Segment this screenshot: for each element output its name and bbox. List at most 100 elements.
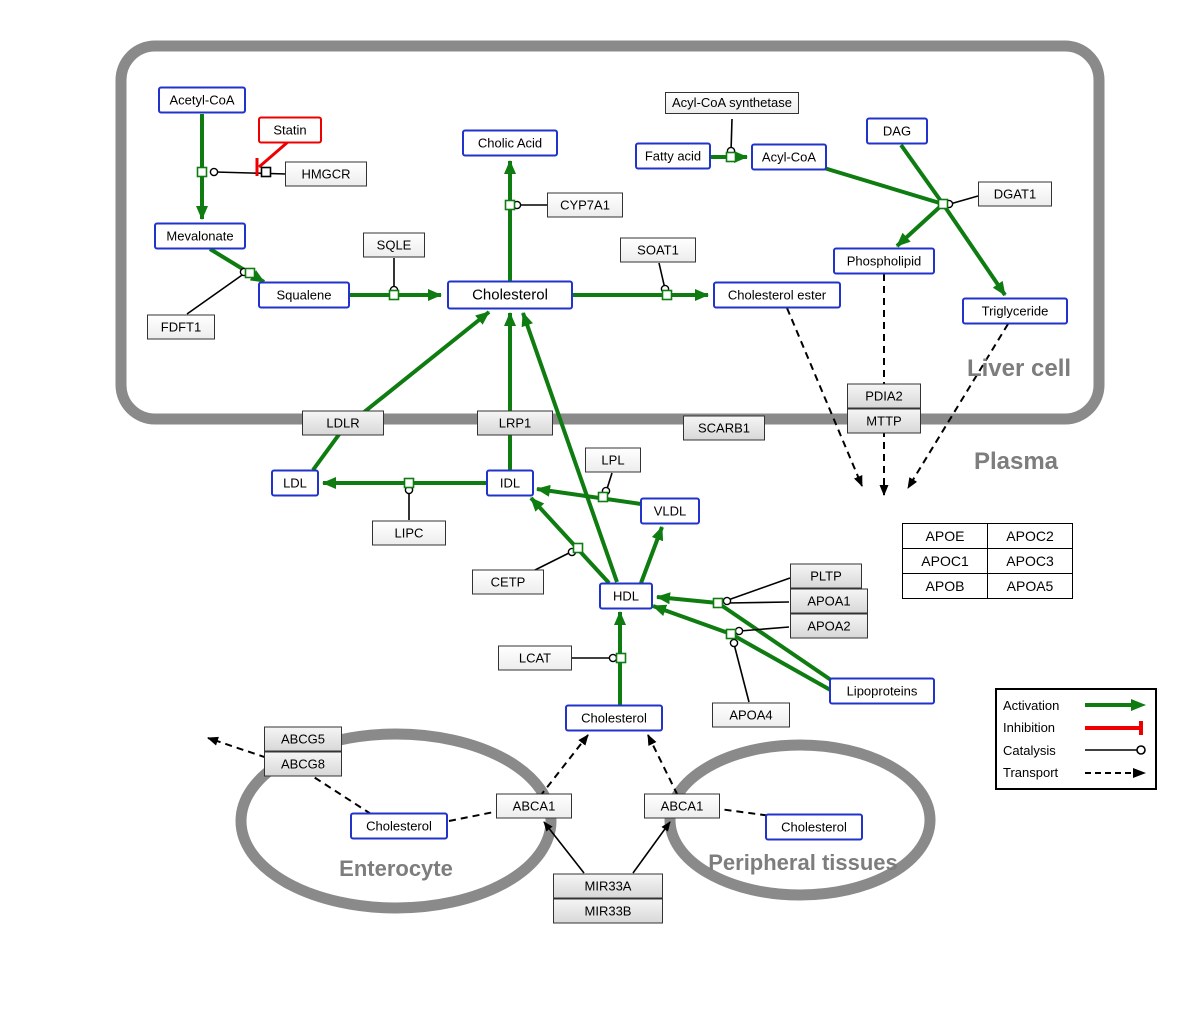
- edge-cholesterol-abcg-out: [207, 736, 372, 815]
- node-fdft1[interactable]: FDFT1: [147, 314, 215, 340]
- node-statin[interactable]: Statin: [258, 116, 322, 144]
- node-acyl-coa[interactable]: Acyl-CoA: [751, 143, 827, 171]
- node-ldl[interactable]: LDL: [271, 469, 319, 497]
- legend-catalysis: Catalysis: [1003, 742, 1149, 758]
- node-apob[interactable]: APOB: [903, 574, 988, 599]
- node-abcg5[interactable]: ABCG5: [264, 726, 342, 752]
- node-cholesterol-liver[interactable]: Cholesterol: [447, 280, 573, 310]
- enterocyte-label: Enterocyte: [339, 856, 453, 881]
- node-cetp[interactable]: CETP: [472, 569, 544, 595]
- node-idl[interactable]: IDL: [486, 469, 534, 497]
- legend-inhibition-label: Inhibition: [1003, 720, 1056, 736]
- node-apoe[interactable]: APOE: [903, 524, 988, 549]
- node-abca1-right[interactable]: ABCA1: [644, 793, 720, 819]
- node-apoc2[interactable]: APOC2: [988, 524, 1073, 549]
- node-apoc1[interactable]: APOC1: [903, 549, 988, 574]
- liver-cell-label: Liver cell: [966, 355, 1072, 382]
- cat-acylcoasynthetase: [730, 118, 733, 153]
- node-lrp1[interactable]: LRP1: [477, 410, 553, 436]
- legend-transport: Transport: [1003, 765, 1149, 781]
- node-apoa2[interactable]: APOA2: [790, 613, 868, 639]
- node-lipc[interactable]: LIPC: [372, 520, 446, 546]
- cat-apoa1: [726, 601, 790, 604]
- edge-reaction-triglyceride: [941, 202, 1007, 297]
- catalysis-circle-icon: [1085, 745, 1146, 756]
- node-acyl-coa-synthetase[interactable]: Acyl-CoA synthetase: [665, 92, 799, 114]
- node-lpl[interactable]: LPL: [585, 447, 641, 473]
- inhibition-edge: [255, 139, 290, 176]
- legend: Activation Inhibition Catalysis Transpor…: [995, 688, 1157, 790]
- cat-soat1: [658, 262, 666, 290]
- node-pdia2[interactable]: PDIA2: [847, 383, 921, 409]
- edge-acylcoa-reaction: [823, 166, 944, 206]
- edge-hdl-idl: [529, 496, 611, 585]
- node-squalene[interactable]: Squalene: [258, 281, 350, 309]
- activation-edges: [196, 114, 1007, 705]
- node-lipoproteins[interactable]: Lipoproteins: [829, 677, 935, 705]
- hmgcr-anchor-square: [260, 166, 272, 178]
- node-dag[interactable]: DAG: [866, 117, 928, 145]
- node-apoc3[interactable]: APOC3: [988, 549, 1073, 574]
- node-pltp[interactable]: PLTP: [790, 563, 862, 589]
- legend-catalysis-label: Catalysis: [1003, 742, 1056, 758]
- node-phospholipid[interactable]: Phospholipid: [833, 247, 935, 275]
- apolipoprotein-table: APOE APOC2 APOC1 APOC3 APOB APOA5: [902, 523, 1073, 599]
- edge-mevalonate-squalene: [208, 247, 266, 284]
- node-mir33b[interactable]: MIR33B: [553, 898, 663, 924]
- arrow-mir33-abca1-right: [632, 821, 671, 874]
- node-apoa1[interactable]: APOA1: [790, 588, 868, 614]
- edge-reaction-phospholipid: [895, 202, 945, 248]
- node-fatty-acid[interactable]: Fatty acid: [635, 142, 711, 170]
- node-triglyceride[interactable]: Triglyceride: [962, 297, 1068, 325]
- compartment-borders: [115, 40, 1105, 914]
- node-scarb1[interactable]: SCARB1: [683, 415, 765, 441]
- node-cyp7a1[interactable]: CYP7A1: [547, 192, 623, 218]
- node-abcg8[interactable]: ABCG8: [264, 751, 342, 777]
- node-mttp[interactable]: MTTP: [847, 408, 921, 434]
- node-cholic-acid[interactable]: Cholic Acid: [462, 129, 558, 157]
- node-apoa4[interactable]: APOA4: [712, 702, 790, 728]
- legend-transport-label: Transport: [1003, 765, 1059, 781]
- node-mir33a[interactable]: MIR33A: [553, 873, 663, 899]
- activation-arrow-icon: [1085, 699, 1146, 712]
- node-mevalonate[interactable]: Mevalonate: [154, 222, 246, 250]
- peripheral-tissues-label: Peripheral tissues: [708, 850, 898, 875]
- reaction-nodes: [196, 151, 949, 664]
- cat-apoa4: [733, 643, 750, 703]
- transport-arrow-icon: [1085, 767, 1146, 778]
- enterocyte-border: [235, 728, 557, 914]
- node-ldlr[interactable]: LDLR: [302, 410, 384, 436]
- liver-cell-border: [115, 40, 1105, 425]
- node-cholesterol-peripheral[interactable]: Cholesterol: [765, 813, 863, 841]
- cat-apoa2: [739, 626, 790, 632]
- cat-hmgcr: [214, 171, 287, 175]
- edge-hdl-vldl: [639, 526, 664, 584]
- legend-inhibition: Inhibition: [1003, 720, 1149, 736]
- edge-hdl-cholesterol: [521, 312, 619, 583]
- node-dgat1[interactable]: DGAT1: [978, 181, 1052, 207]
- node-soat1[interactable]: SOAT1: [620, 237, 696, 263]
- cat-pltp: [727, 577, 791, 601]
- node-hdl[interactable]: HDL: [599, 582, 653, 610]
- node-hmgcr[interactable]: HMGCR: [285, 161, 367, 187]
- node-sqle[interactable]: SQLE: [363, 232, 425, 258]
- inhibition-tbar-icon: [1085, 720, 1143, 735]
- cat-dgat1: [949, 195, 979, 205]
- node-cholesterol-plasma[interactable]: Cholesterol: [565, 704, 663, 732]
- node-abca1-left[interactable]: ABCA1: [496, 793, 572, 819]
- edge-cholesterolester-plasma: [786, 307, 863, 487]
- node-vldl[interactable]: VLDL: [640, 497, 700, 525]
- edge-vldl-idl: [536, 484, 642, 506]
- peripheral-tissues-border: [664, 739, 936, 901]
- node-cholesterol-enterocyte[interactable]: Cholesterol: [350, 812, 448, 840]
- node-lcat[interactable]: LCAT: [498, 645, 572, 671]
- node-acetyl-coa[interactable]: Acetyl-CoA: [158, 86, 246, 114]
- edge-statin-hmgcr: [258, 139, 290, 169]
- arrow-mir33-abca1-left: [543, 821, 585, 874]
- plasma-label: Plasma: [973, 448, 1059, 475]
- node-cholesterol-ester[interactable]: Cholesterol ester: [713, 281, 841, 309]
- edge-ldl-cholesterol-via-ldlr: [311, 310, 491, 472]
- node-apoa5[interactable]: APOA5: [988, 574, 1073, 599]
